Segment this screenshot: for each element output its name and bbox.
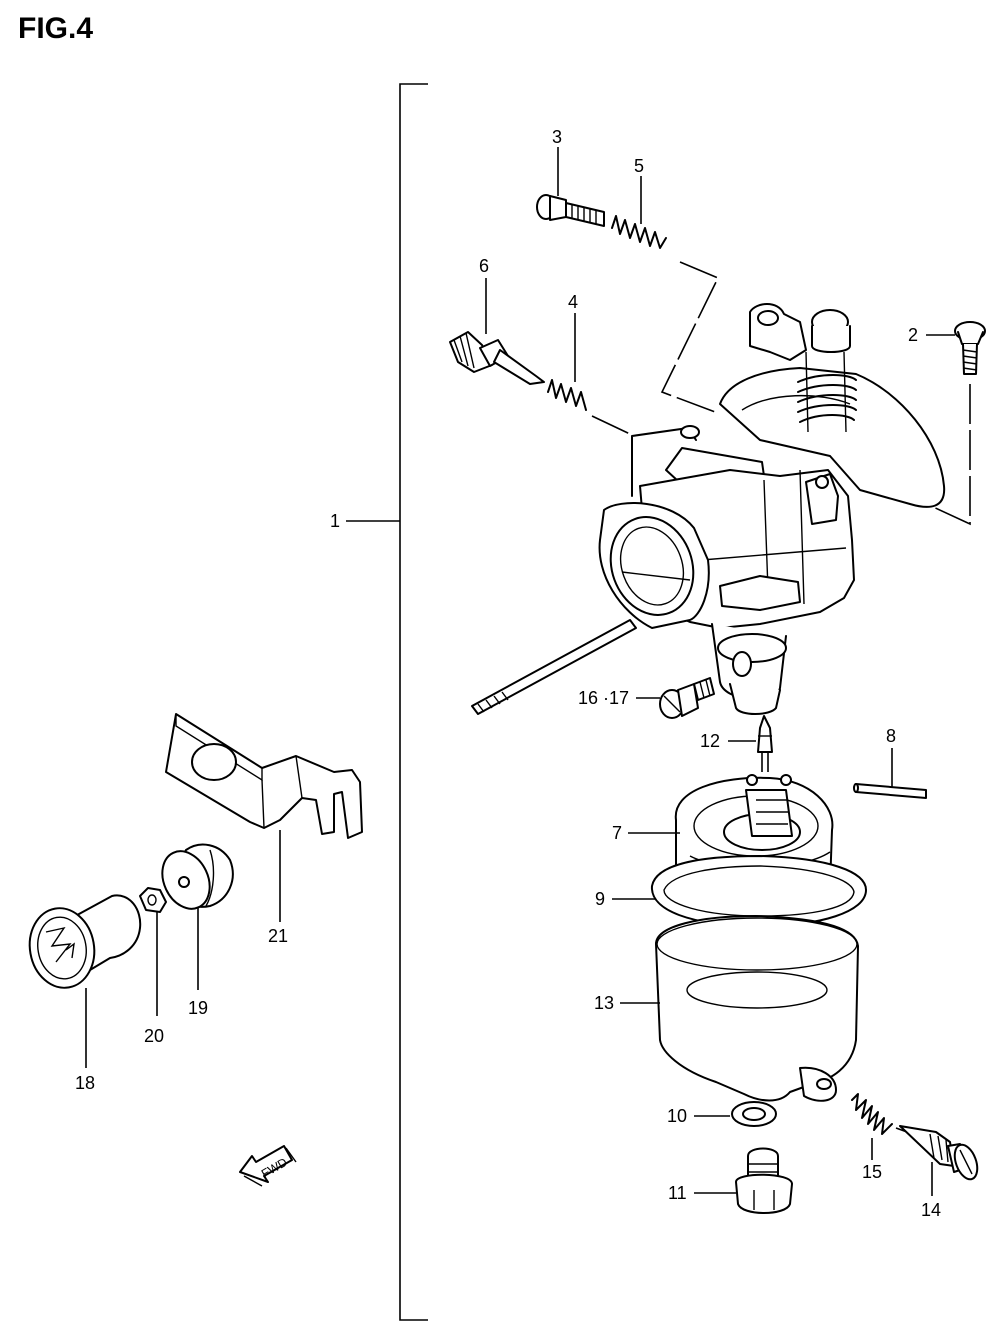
label-part-8: 8 — [886, 726, 896, 746]
part-19-grommet — [161, 843, 234, 910]
label-part-3: 3 — [552, 127, 562, 147]
part-16-17-screw — [659, 677, 715, 719]
part-20-nut — [139, 887, 167, 913]
label-part-7: 7 — [612, 823, 622, 843]
part-21-bracket — [165, 713, 363, 839]
label-part-21: 21 — [268, 926, 288, 946]
label-part-4: 4 — [568, 292, 578, 312]
part-14-pilot-screw — [899, 1125, 979, 1181]
part-18-choke-knob — [28, 894, 142, 989]
part-15-spring — [851, 1093, 893, 1135]
part-13-float-bowl — [655, 915, 859, 1102]
part-10-washer — [731, 1101, 777, 1127]
part-3-screw — [536, 194, 605, 227]
part-11-drain-bolt — [735, 1147, 793, 1214]
label-part-9: 9 — [595, 889, 605, 909]
part-4-spring — [547, 379, 587, 411]
label-part-11: 11 — [668, 1183, 687, 1203]
carburetor-body — [471, 303, 946, 715]
fwd-arrow-icon: FWD — [239, 1145, 297, 1187]
label-part-19: 19 — [188, 998, 208, 1018]
label-part-6: 6 — [479, 256, 489, 276]
part-5-spring — [611, 215, 667, 249]
part-8-float-pin — [853, 783, 927, 799]
figure-title: FIG.4 — [18, 12, 93, 45]
assembly-bracket — [399, 83, 428, 1321]
label-part-5: 5 — [634, 156, 644, 176]
label-part-16-17: 16 ·17 — [578, 688, 629, 708]
label-part-1: 1 — [330, 511, 340, 531]
label-part-15: 15 — [862, 1162, 882, 1182]
alignment-guide-5 — [660, 261, 720, 413]
label-part-12: 12 — [700, 731, 720, 751]
part-2-screw — [954, 321, 986, 375]
part-12-float-needle — [757, 715, 773, 772]
part-6-needle-screw — [449, 331, 545, 385]
label-part-14: 14 — [921, 1200, 941, 1220]
alignment-guide-4 — [591, 415, 631, 435]
label-part-20: 20 — [144, 1026, 164, 1046]
label-part-10: 10 — [667, 1106, 687, 1126]
label-part-13: 13 — [594, 993, 614, 1013]
label-part-2: 2 — [908, 325, 918, 345]
label-part-18: 18 — [75, 1073, 95, 1093]
alignment-guide-2 — [917, 384, 971, 526]
